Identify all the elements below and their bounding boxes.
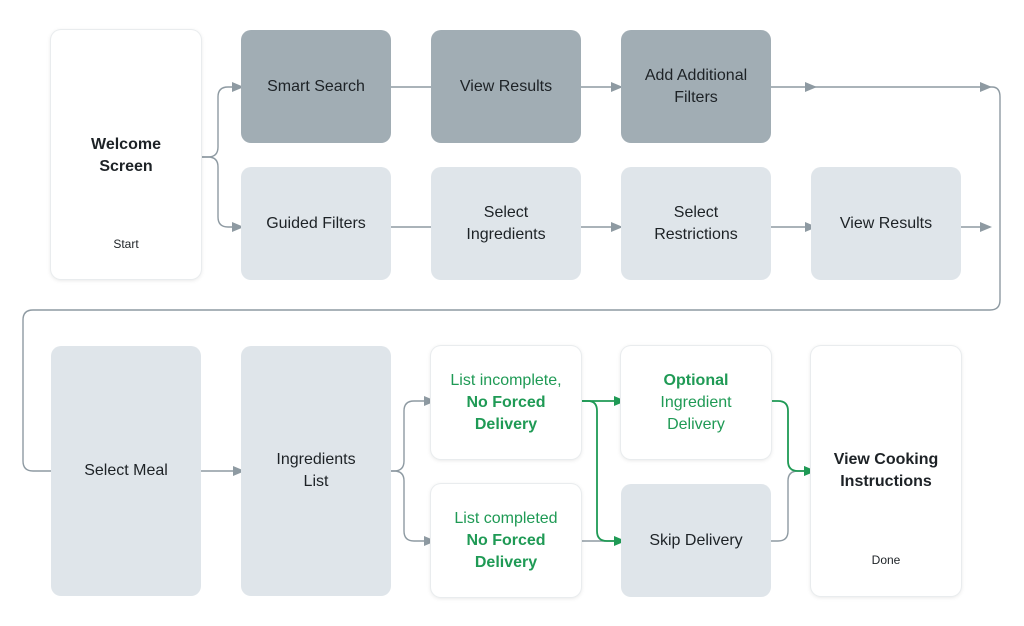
view-cooking-subtitle: Done [871, 553, 901, 567]
ingredients-list-label-line: Ingredients [276, 451, 356, 468]
add-additional-filters-node: Add Additional Filters [621, 30, 771, 143]
select-restrictions-label-line: Restrictions [654, 225, 738, 243]
welcome-screen-node: Welcome Screen Start [51, 30, 201, 279]
select-ingredients-label-line: Ingredients [466, 225, 546, 243]
select-ingredients-node: Select Ingredients [431, 167, 581, 280]
view-results-mid-label: View Results [839, 214, 933, 232]
ingredients-list-label-line: List [303, 473, 329, 490]
list-incomplete-label-line: Delivery [474, 415, 538, 433]
list-incomplete-node: List incomplete, No Forced Delivery [431, 346, 581, 459]
view-cooking-instructions-node: View Cooking Instructions Done [811, 346, 961, 596]
guided-filters-label: Guided Filters [266, 214, 366, 232]
optional-delivery-label-line: Delivery [667, 415, 725, 433]
guided-filters-node: Guided Filters [241, 167, 391, 280]
list-completed-label-line: List completed [454, 509, 558, 527]
optional-ingredient-delivery-node: Optional Ingredient Delivery [621, 346, 771, 459]
select-meal-node: Select Meal [51, 346, 201, 596]
skip-delivery-node: Skip Delivery [621, 484, 771, 597]
connector-optional-cooking [771, 400, 816, 476]
welcome-title-line: Screen [99, 158, 153, 175]
optional-delivery-label-line: Optional [663, 371, 729, 389]
view-results-mid-node: View Results [811, 167, 961, 280]
connector-welcome-smart-search [201, 82, 244, 158]
list-incomplete-label-line: No Forced [466, 393, 546, 411]
ingredients-list-node: Ingredients List [241, 346, 391, 596]
select-restrictions-label-line: Select [673, 203, 719, 221]
connector-incomplete-skip [581, 400, 626, 546]
add-filters-label-line: Add Additional [644, 66, 748, 84]
connector-welcome-guided-filters [201, 156, 244, 232]
connector-ingredients-completed [391, 470, 436, 546]
select-ingredients-label-line: Select [483, 203, 529, 221]
select-meal-label: Select Meal [84, 462, 168, 479]
view-results-top-label: View Results [459, 77, 553, 95]
list-completed-label-line: Delivery [474, 553, 538, 571]
connector-skip-cooking [771, 466, 816, 542]
add-filters-label-line: Filters [674, 88, 718, 106]
connector-ingredients-incomplete [391, 396, 436, 472]
view-cooking-title-line: View Cooking [833, 451, 939, 468]
optional-delivery-label-line: Ingredient [660, 393, 732, 411]
list-incomplete-label-line: List incomplete, [450, 371, 562, 389]
welcome-title-line: Welcome [91, 136, 161, 153]
select-restrictions-node: Select Restrictions [621, 167, 771, 280]
skip-delivery-label: Skip Delivery [649, 531, 743, 549]
welcome-subtitle: Start [113, 237, 139, 251]
view-cooking-title-line: Instructions [840, 473, 932, 490]
smart-search-label: Smart Search [267, 77, 365, 95]
smart-search-node: Smart Search [241, 30, 391, 143]
view-results-top-node: View Results [431, 30, 581, 143]
list-completed-label-line: No Forced [466, 531, 546, 549]
list-completed-node: List completed No Forced Delivery [431, 484, 581, 597]
